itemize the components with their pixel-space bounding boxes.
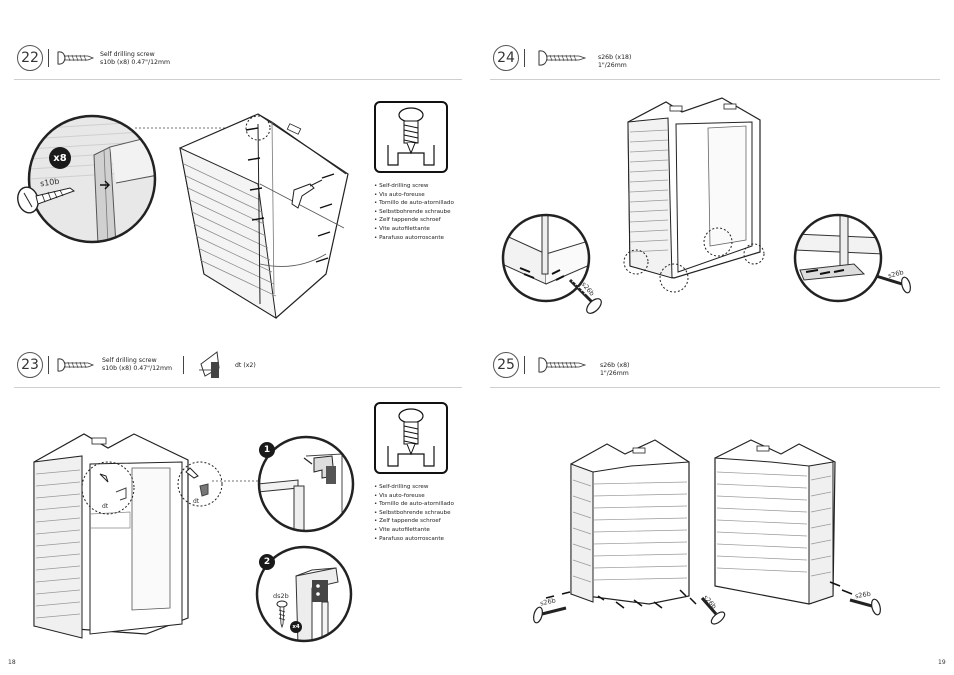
- screw-icon: [538, 50, 587, 66]
- quantity-badge: x4: [290, 621, 302, 633]
- screw-guide-dashes: [545, 581, 853, 609]
- shed-section-left: [570, 439, 690, 605]
- step-number-22: 22: [17, 45, 43, 71]
- step22-spec: Self drilling screw s10b (x8) 0.47"/12mm: [100, 51, 171, 66]
- wall-panel-illustration: [179, 113, 349, 319]
- bullet-list-languages: • Self-drilling screw • Vis auto-foreuse…: [374, 484, 454, 542]
- drill-bit-diagram: [374, 101, 448, 173]
- header-divider: [524, 49, 525, 67]
- zoom-detail-circle: [27, 114, 157, 244]
- label-dt: dt: [193, 498, 200, 505]
- detail-circle-1: [257, 435, 355, 533]
- step-number-25: 25: [493, 352, 519, 378]
- screw-icon: [538, 357, 587, 373]
- detail-number-badge: 1: [259, 442, 275, 458]
- page-number-right: 19: [938, 659, 946, 666]
- quantity-badge: x8: [49, 147, 71, 169]
- screw-icon: [700, 597, 726, 625]
- header-divider: [183, 356, 184, 374]
- screw-icon: [276, 600, 288, 629]
- zoom-detail-circle: [793, 213, 883, 303]
- screw-label: ds2b: [273, 592, 289, 600]
- arrow-icon: [100, 180, 110, 190]
- bullet-list-languages: • Self-drilling screw • Vis auto-foreuse…: [374, 183, 454, 241]
- leader-line: [212, 480, 260, 482]
- step25-rule: [490, 387, 940, 388]
- corner-bracket-icon: [199, 351, 220, 378]
- step24-spec: s26b (x18) 1"/26mm: [598, 54, 632, 69]
- step25-spec: s26b (x8) 1"/26mm: [600, 362, 630, 377]
- step23-spec: Self drilling screw s10b (x8) 0.47"/12mm: [102, 357, 173, 372]
- screw-icon: [849, 598, 881, 616]
- screw-icon: [875, 274, 911, 294]
- shed-frame-illustration: [33, 433, 223, 639]
- step23-rule: [14, 387, 462, 388]
- step24-rule: [490, 79, 940, 80]
- step-number-24: 24: [493, 45, 519, 71]
- page-number-left: 18: [8, 659, 16, 666]
- screw-icon: [57, 358, 95, 372]
- shed-section-right: [714, 439, 836, 605]
- shed-frame-illustration: [623, 97, 765, 293]
- header-divider: [48, 356, 49, 374]
- part-label: dt (x2): [235, 362, 256, 369]
- label-dt: dt: [102, 503, 109, 510]
- header-divider: [524, 356, 525, 374]
- header-divider: [48, 49, 49, 67]
- step22-rule: [14, 79, 462, 80]
- screw-icon: [57, 51, 95, 65]
- screw-icon: [568, 278, 602, 314]
- detail-number-badge: 2: [259, 554, 275, 570]
- screw-icon: [533, 606, 567, 624]
- screw-icon: [17, 186, 76, 214]
- step-number-23: 23: [17, 352, 43, 378]
- drill-bit-diagram: [374, 402, 448, 474]
